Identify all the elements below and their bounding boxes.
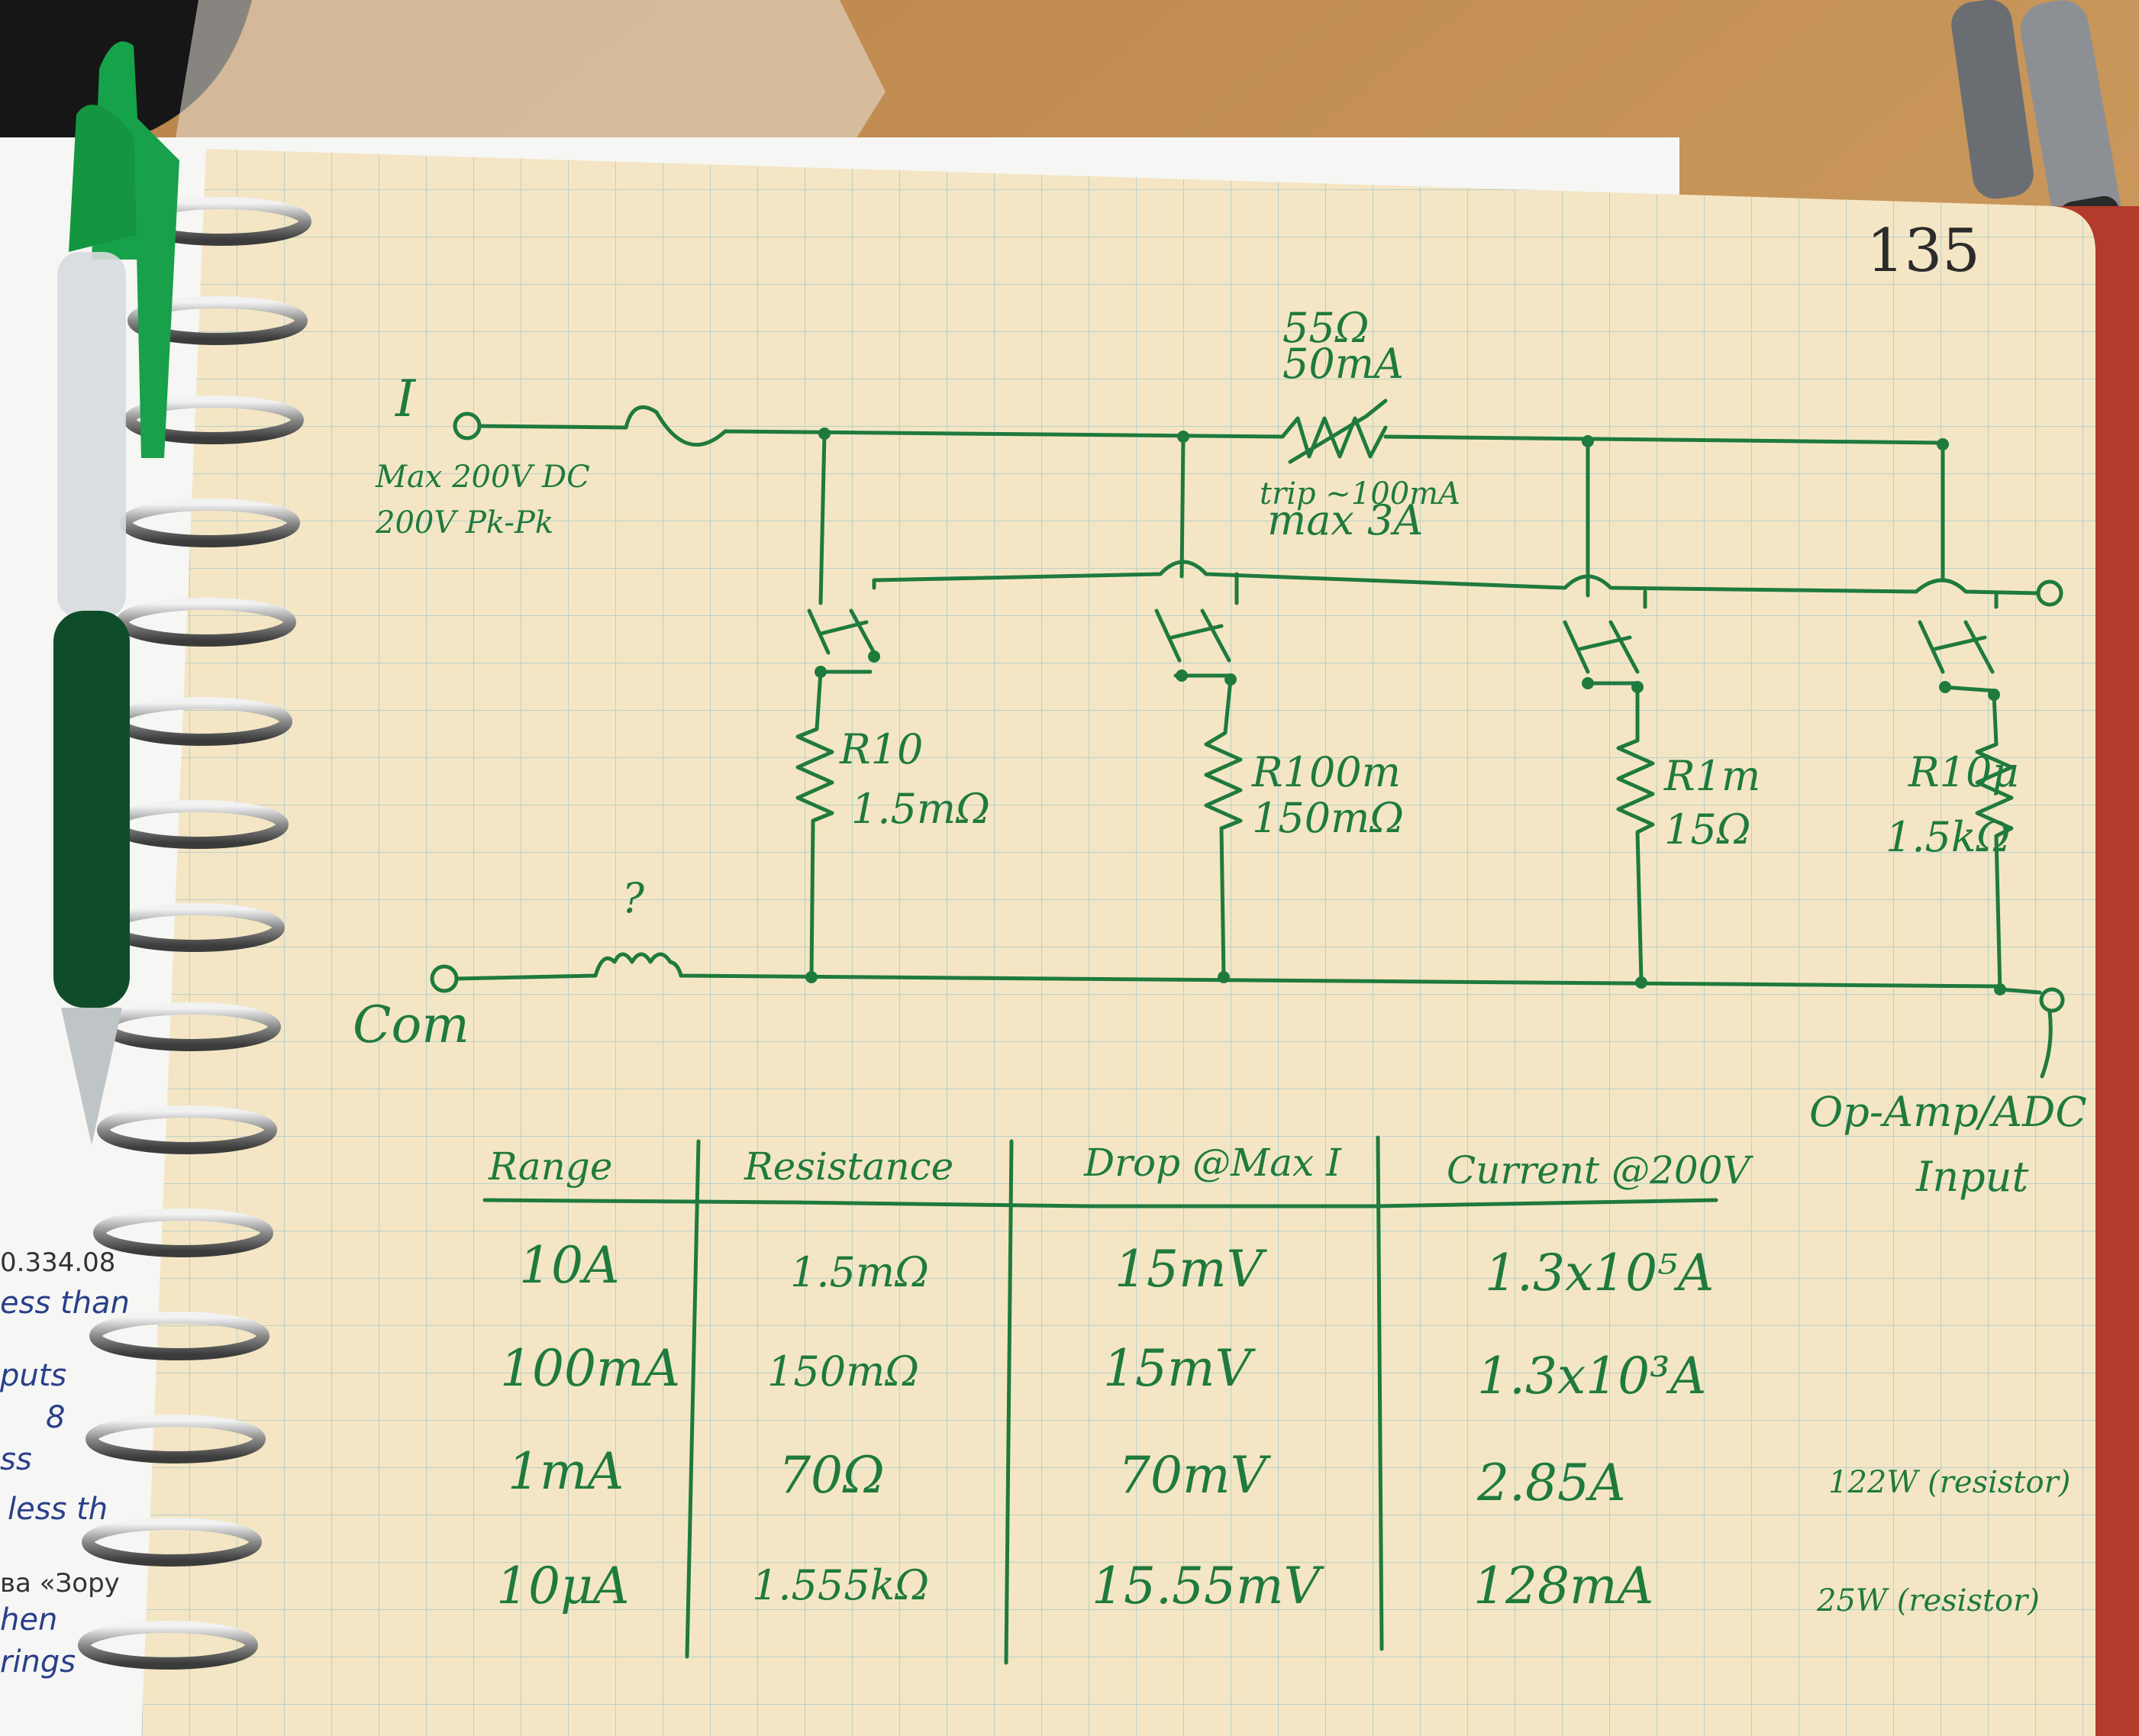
table-divider-3 (1376, 1135, 1384, 1651)
pk-pk-note: 200V Pk-Pk (375, 505, 553, 540)
com-label: Com (353, 995, 469, 1054)
resistor-r10u (1975, 692, 2014, 995)
row2-range: 100mA (500, 1339, 680, 1398)
page-number: 135 (1866, 217, 1980, 286)
header-range: Range (488, 1144, 612, 1189)
svg-text:ess than: ess than (0, 1286, 130, 1321)
top-rail (477, 405, 1285, 447)
range-switch-4 (1918, 620, 2000, 701)
row4-range: 10μA (496, 1557, 630, 1615)
svg-text:rings: rings (0, 1644, 76, 1680)
svg-text:puts: puts (0, 1358, 66, 1393)
header-current: Current @200V (1447, 1148, 1753, 1192)
bottom-rail (454, 952, 2002, 989)
ptc-slash (1288, 399, 1388, 464)
row4-drop: 15.55mV (1092, 1557, 1325, 1615)
ptc-trip: trip ~100mA (1260, 476, 1460, 511)
plastic-ruler (176, 0, 886, 153)
row4-resistance: 1.555kΩ (752, 1561, 929, 1609)
header-drop: Drop @Max I (1083, 1141, 1342, 1185)
table-divider-1 (685, 1139, 701, 1659)
r1m-name: R1m (1663, 752, 1760, 800)
range-switch-3 (1563, 620, 1644, 693)
ranges-table: Range Resistance Drop @Max I Current @20… (482, 1135, 2070, 1665)
row3-drop: 70mV (1118, 1446, 1272, 1505)
r10u-name: R10μ (1908, 748, 2018, 796)
resistor-r1m (1616, 685, 1655, 983)
max-dc-note: Max 200V DC (375, 460, 590, 495)
r100m-name: R100m (1251, 748, 1401, 796)
table-divider-2 (1004, 1139, 1014, 1665)
sense-output-terminal (2036, 579, 2063, 607)
svg-text:8: 8 (46, 1400, 65, 1435)
row3-resistance: 70Ω (779, 1446, 885, 1505)
r100m-value: 150mΩ (1252, 794, 1404, 842)
r10-name: R10 (839, 725, 923, 773)
row1-drop: 15mV (1115, 1240, 1268, 1299)
inductor-question: ? (622, 874, 645, 922)
input-label: Input (1915, 1153, 2028, 1201)
svg-text:less th: less th (8, 1492, 108, 1527)
opamp-label: Op-Amp/ADC (1809, 1088, 2087, 1136)
svg-text:ss: ss (0, 1442, 32, 1477)
adc-terminal (2039, 987, 2065, 1013)
ptc-resistance: 55Ω (1282, 304, 1369, 352)
underlying-page-text: 0.334.08 ess than puts 8 ss less th ва «… (0, 1247, 130, 1680)
sense-bus (872, 560, 2041, 595)
input-terminal-label: I (395, 369, 417, 428)
row4-note: 25W (resistor) (1816, 1583, 2040, 1618)
row1-resistance: 1.5mΩ (790, 1248, 929, 1296)
row2-current: 1.3x10³A (1477, 1347, 1706, 1405)
row4-current: 128mA (1473, 1557, 1653, 1615)
row2-resistance: 150mΩ (767, 1347, 919, 1396)
top-rail-right (1383, 434, 1945, 445)
resistor-r10 (795, 670, 834, 979)
table-header-underline (482, 1198, 1718, 1208)
svg-text:ва «Зору: ва «Зору (0, 1568, 120, 1599)
header-resistance: Resistance (744, 1144, 953, 1189)
svg-text:hen: hen (0, 1602, 57, 1638)
range-switch-2 (1154, 608, 1237, 686)
row2-drop: 15mV (1103, 1339, 1257, 1398)
row1-current: 1.3x10⁵A (1485, 1244, 1714, 1302)
row3-range: 1mA (508, 1442, 624, 1501)
green-pen (53, 41, 179, 1145)
r10-value: 1.5mΩ (851, 785, 990, 833)
ptc-current: 50mA (1282, 340, 1404, 388)
row3-note: 122W (resistor) (1828, 1465, 2070, 1500)
row3-current: 2.85A (1476, 1454, 1626, 1512)
svg-text:0.334.08: 0.334.08 (0, 1247, 115, 1278)
row1-range: 10A (519, 1236, 620, 1295)
ptc-max: max 3A (1267, 496, 1423, 544)
resistor-r100m (1204, 677, 1243, 979)
r1m-value: 15Ω (1664, 805, 1750, 853)
r10u-value: 1.5kΩ (1886, 813, 2010, 861)
graph-grid (141, 149, 2095, 1736)
range-switch-1 (807, 608, 880, 678)
circuit-diagram: I Max 200V DC 200V Pk-Pk 55Ω 50mA trip ~… (353, 304, 2087, 1201)
